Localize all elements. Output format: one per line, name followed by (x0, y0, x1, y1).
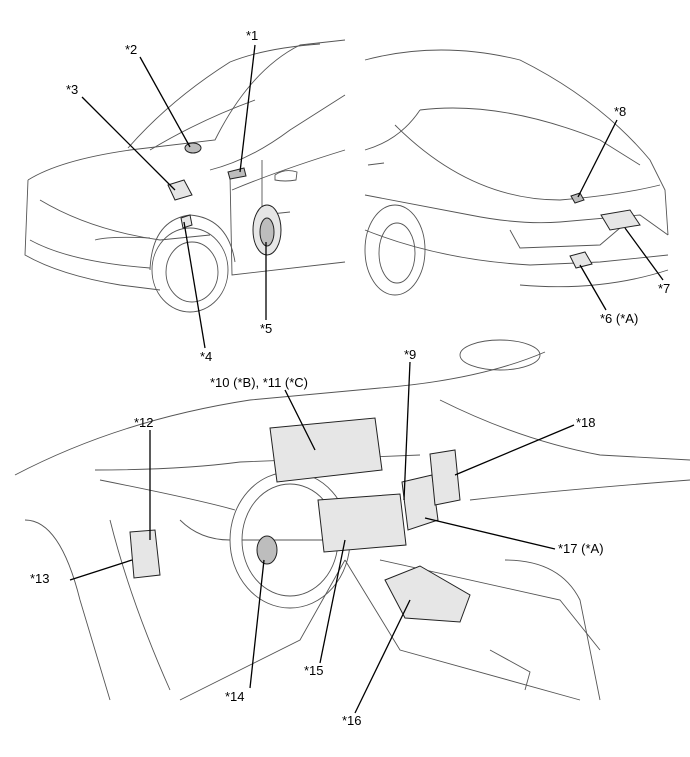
front-car-outline (24, 39, 346, 313)
callout-16: *16 (342, 713, 362, 728)
callout-7: *7 (658, 281, 671, 296)
rear-car-parts (569, 192, 641, 269)
callout-14: *14 (225, 689, 245, 704)
callout-13: *13 (30, 571, 50, 586)
callout-12: *12 (134, 415, 154, 430)
interior-outline (14, 339, 690, 701)
leader-lines (69, 44, 664, 714)
callout-1: *1 (246, 28, 259, 43)
front-car-parts (167, 142, 282, 256)
callout-4: *4 (200, 349, 213, 364)
callout-15: *15 (304, 663, 324, 678)
callout-18: *18 (576, 415, 596, 430)
interior-parts (129, 417, 471, 623)
callout-17: *17 (*A) (558, 541, 604, 556)
callout-9: *9 (404, 347, 417, 362)
callout-2: *2 (125, 42, 138, 57)
callout-3: *3 (66, 82, 79, 97)
callout-6: *6 (*A) (600, 311, 639, 326)
rear-car-outline (364, 49, 669, 296)
callout-8: *8 (614, 104, 627, 119)
callout-10-11: *10 (*B), *11 (*C) (210, 375, 309, 390)
callout-5: *5 (260, 321, 273, 336)
